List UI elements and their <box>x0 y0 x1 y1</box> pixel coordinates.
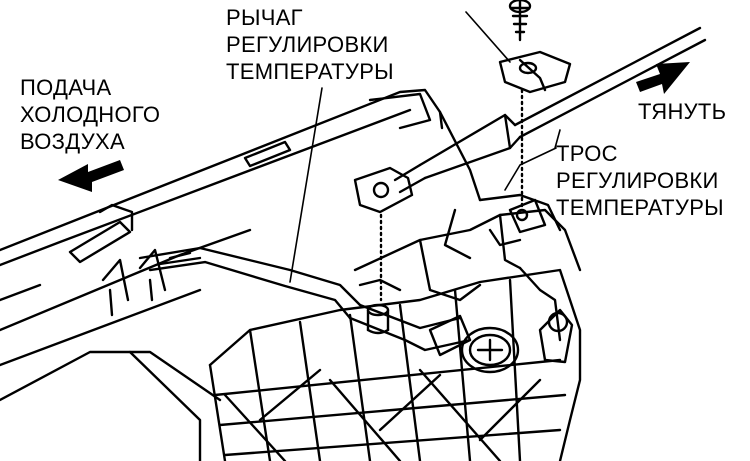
label-cold-air-line2: ХОЛОДНОГО <box>20 102 161 127</box>
cold-air-arrow-icon <box>58 160 124 192</box>
label-pull-text: ТЯНУТЬ <box>638 99 727 124</box>
label-temperature-lever: РЫЧАГ РЕГУЛИРОВКИ ТЕМПЕРАТУРЫ <box>226 4 394 85</box>
label-cable-line2: РЕГУЛИРОВКИ <box>556 168 719 193</box>
cable-clamp <box>498 0 572 234</box>
label-temperature-cable: ТРОС РЕГУЛИРОВКИ ТЕМПЕРАТУРЫ <box>556 140 724 221</box>
label-lever-line3: ТЕМПЕРАТУРЫ <box>226 59 394 84</box>
label-cold-air-line1: ПОДАЧА <box>20 75 112 100</box>
label-cable-line1: ТРОС <box>556 141 618 166</box>
housing-supports <box>101 248 167 317</box>
temperature-lever <box>138 246 472 352</box>
label-pull: ТЯНУТЬ <box>638 98 726 125</box>
pull-arrow-icon <box>636 62 690 94</box>
label-cold-air-supply: ПОДАЧА ХОЛОДНОГО ВОЗДУХА <box>20 74 160 155</box>
lower-grid-frame <box>0 268 582 461</box>
temperature-cable <box>353 26 707 302</box>
lever-pin <box>366 303 390 335</box>
label-lever-line2: РЕГУЛИРОВКИ <box>226 32 389 57</box>
pivot-screw <box>428 314 520 374</box>
housing-plate <box>0 88 482 367</box>
label-cold-air-line3: ВОЗДУХА <box>20 129 125 154</box>
label-lever-line1: РЫЧАГ <box>226 5 303 30</box>
leader-lines <box>289 11 561 283</box>
label-cable-line3: ТЕМПЕРАТУРЫ <box>556 195 724 220</box>
